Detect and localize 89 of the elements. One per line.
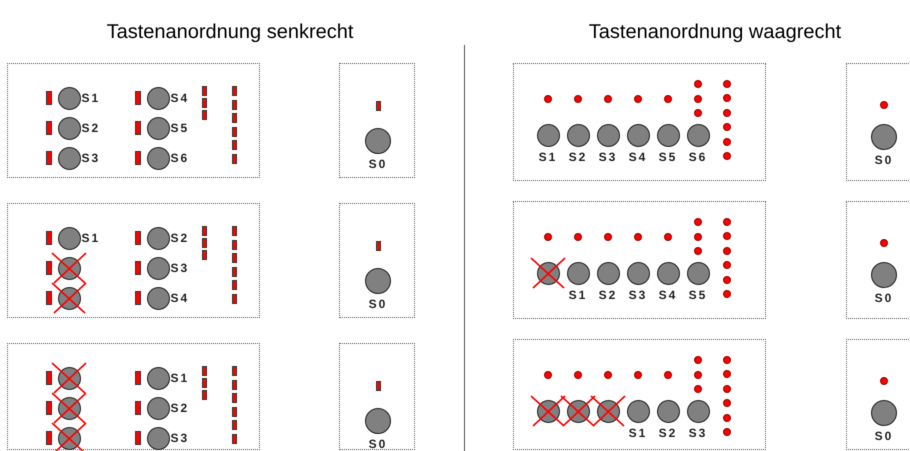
button-panel [513, 63, 766, 181]
column-heading: Tastenanordnung waagrecht [588, 20, 842, 45]
crossed-out-button [530, 257, 566, 289]
button-label: S2 [170, 230, 190, 246]
push-button [686, 262, 710, 284]
push-button [365, 408, 391, 434]
button-label: S0 [368, 156, 388, 172]
button-label: S2 [568, 148, 588, 164]
crossed-out-button [51, 392, 87, 424]
button-label: S3 [170, 430, 190, 446]
push-button [58, 86, 80, 110]
button-label: S3 [628, 286, 648, 302]
column-heading: Tastenanordnung senkrecht [106, 20, 354, 45]
crossed-out-button [530, 395, 566, 427]
button-label: S6 [170, 150, 190, 166]
button-panel [7, 343, 260, 450]
button-label: S6 [688, 148, 708, 164]
button-label: S4 [658, 286, 678, 302]
push-button [146, 116, 170, 140]
button-label: S5 [688, 286, 708, 302]
crossed-out-button [560, 395, 596, 427]
button-label: S2 [82, 120, 100, 136]
button-label: S1 [82, 90, 100, 106]
button-label: S5 [658, 148, 678, 164]
button-panel [339, 63, 415, 178]
push-button [656, 400, 680, 422]
push-button [146, 226, 170, 250]
button-panel [513, 201, 766, 319]
button-label: S0 [874, 152, 894, 168]
button-label: S2 [598, 286, 618, 302]
push-button [566, 124, 590, 146]
push-button [871, 124, 897, 150]
push-button [626, 124, 650, 146]
crossed-out-button [51, 362, 87, 394]
push-button [146, 426, 170, 450]
button-panel [846, 63, 909, 181]
button-label: S5 [170, 120, 190, 136]
push-button [58, 146, 80, 170]
button-panel [339, 203, 415, 318]
button-label: S3 [688, 424, 708, 440]
button-label: S3 [170, 260, 190, 276]
push-button [146, 366, 170, 390]
push-button [146, 256, 170, 280]
push-button [146, 286, 170, 310]
button-panel [846, 339, 909, 450]
push-button [626, 400, 650, 422]
button-label: S4 [170, 90, 190, 106]
push-button [656, 124, 680, 146]
button-label: S0 [368, 436, 388, 451]
push-button [566, 262, 590, 284]
push-button [686, 400, 710, 422]
button-label: S3 [82, 150, 100, 166]
push-button [686, 124, 710, 146]
button-label: S0 [874, 428, 894, 444]
button-label: S1 [628, 424, 648, 440]
push-button [365, 128, 391, 154]
button-panel [7, 63, 260, 178]
button-label: S0 [368, 296, 388, 312]
crossed-out-button [51, 422, 87, 451]
button-panel [846, 201, 909, 319]
push-button [656, 262, 680, 284]
button-label: S4 [170, 290, 190, 306]
push-button [871, 400, 897, 426]
push-button [596, 124, 620, 146]
button-label: S3 [598, 148, 618, 164]
push-button [146, 86, 170, 110]
push-button [626, 262, 650, 284]
button-label: S4 [628, 148, 648, 164]
crossed-out-button [51, 282, 87, 314]
push-button [146, 396, 170, 420]
button-label: S1 [568, 286, 588, 302]
button-label: S1 [170, 370, 190, 386]
button-label: S0 [874, 290, 894, 306]
push-button [365, 268, 391, 294]
push-button [596, 262, 620, 284]
crossed-out-button [51, 252, 87, 284]
crossed-out-button [590, 395, 626, 427]
button-label: S1 [82, 230, 100, 246]
push-button [58, 116, 80, 140]
push-button [871, 262, 897, 288]
button-panel [513, 339, 766, 450]
button-label: S2 [658, 424, 678, 440]
push-button [536, 124, 560, 146]
push-button [146, 146, 170, 170]
button-panel [7, 203, 260, 318]
button-label: S2 [170, 400, 190, 416]
button-label: S1 [538, 148, 558, 164]
push-button [58, 226, 80, 250]
button-panel [339, 343, 415, 450]
